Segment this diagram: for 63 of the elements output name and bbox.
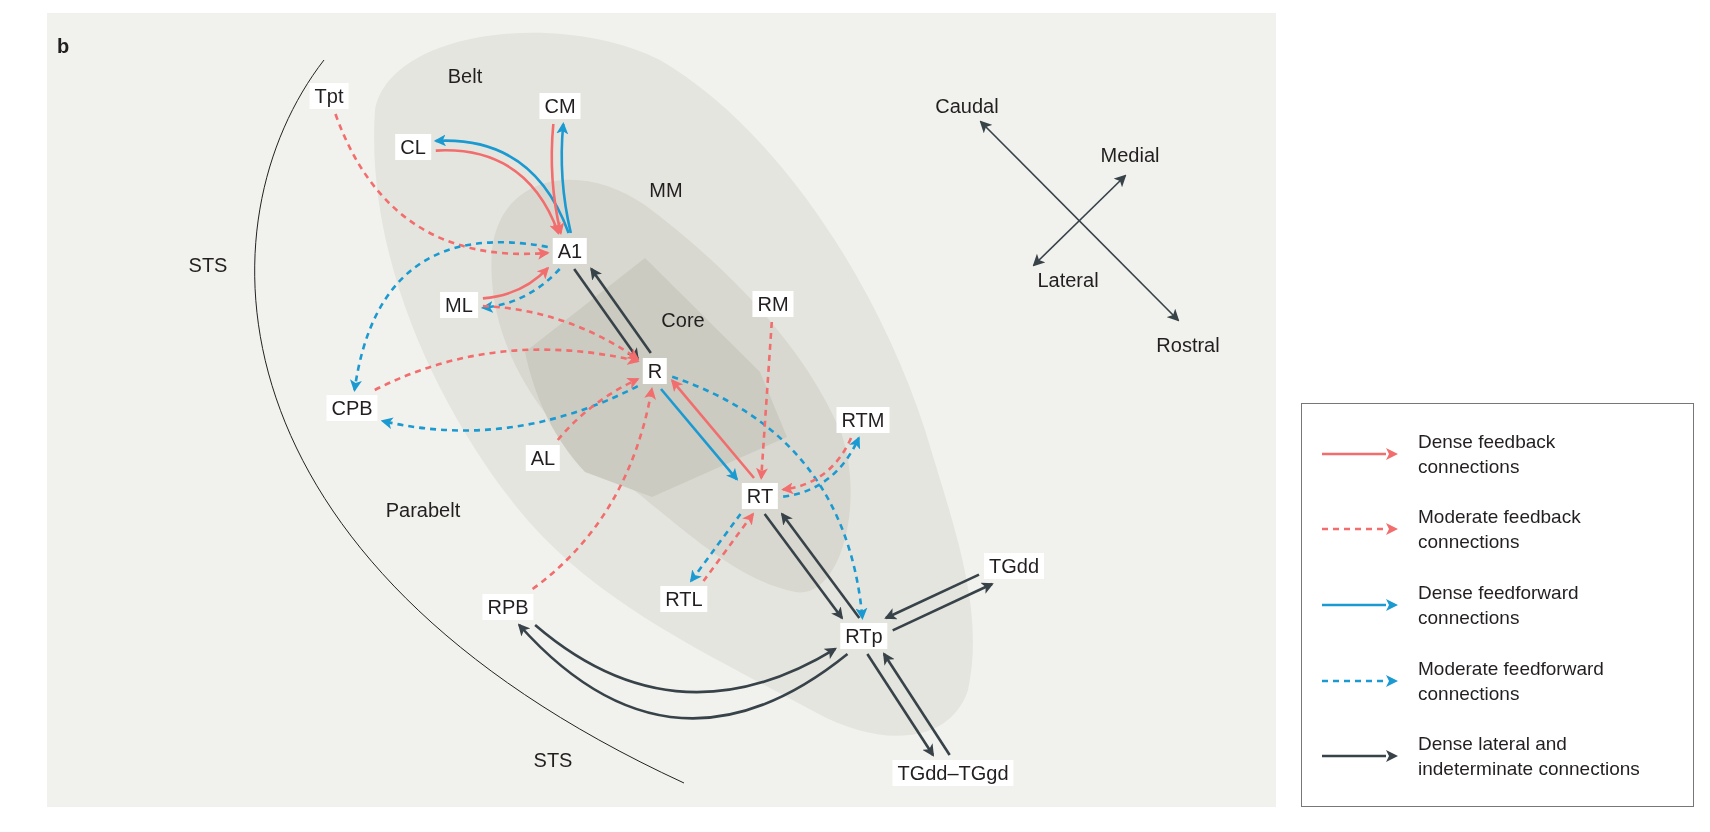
area-label-box: ML	[440, 292, 478, 318]
legend-text: Dense lateral and indeterminate connections	[1418, 732, 1641, 782]
area-label-box: RTp	[840, 623, 888, 649]
connection-arrow	[435, 149, 561, 235]
connection-arrow	[380, 384, 639, 432]
connection-arrow	[689, 513, 742, 583]
connection-arrow	[482, 304, 640, 361]
connection-arrow	[482, 266, 550, 300]
connection-arrow	[556, 377, 640, 441]
area-label-box: A1	[552, 238, 588, 264]
area-label-box: CL	[395, 134, 431, 160]
connection-arrow	[573, 268, 639, 361]
connection-arrow	[892, 582, 994, 632]
region-label: Medial	[1100, 145, 1160, 165]
connection-arrow	[660, 388, 739, 481]
connection-arrow	[374, 348, 640, 392]
connection-arrow	[882, 652, 951, 756]
area-label-box: RTM	[836, 407, 890, 433]
connection-arrow	[534, 624, 838, 694]
connection-arrow	[590, 267, 652, 354]
connection-arrow	[702, 512, 755, 582]
connection-arrow	[671, 375, 868, 620]
legend-text: Dense feedback connections	[1418, 429, 1557, 479]
legend-text: Dense feedforward connections	[1418, 581, 1580, 630]
connection-arrow	[866, 653, 935, 757]
connection-arrow	[884, 573, 980, 620]
region-label: STS	[533, 750, 573, 770]
connection-arrow	[517, 623, 849, 720]
area-label-box: CM	[539, 93, 581, 119]
connection-arrow	[480, 268, 561, 313]
connection-arrow	[550, 123, 565, 235]
region-label: MM	[649, 180, 683, 200]
region-label: Belt	[447, 66, 483, 86]
region-label: Lateral	[1037, 270, 1099, 290]
area-label-box: AL	[525, 445, 561, 471]
area-label-box: RT	[741, 483, 779, 509]
connection-arrow	[755, 321, 774, 480]
area-label-box: R	[642, 358, 668, 384]
area-label-box: TGdd–TGgd	[892, 760, 1014, 786]
connection-arrow	[433, 134, 570, 234]
connection-arrow	[763, 513, 844, 620]
connection-arrow	[781, 437, 853, 494]
legend-text: Moderate feedforward connections	[1418, 656, 1605, 706]
legend-text: Moderate feedback connections	[1418, 505, 1582, 555]
connection-arrow	[556, 122, 573, 234]
connection-arrow	[350, 241, 548, 392]
area-label-box: CPB	[326, 395, 378, 421]
area-label-box: RM	[752, 291, 794, 317]
area-label-box: RPB	[482, 594, 534, 620]
area-label-box: TGdd	[984, 553, 1044, 579]
region-label: Rostral	[1156, 335, 1220, 355]
connection-arrow	[780, 512, 861, 619]
connection-arrow	[782, 436, 860, 498]
region-label: Caudal	[935, 96, 999, 116]
region-label: Parabelt	[385, 500, 461, 520]
region-label: STS	[188, 255, 228, 275]
connection-arrow	[670, 379, 755, 479]
area-label-box: RTL	[660, 586, 708, 612]
area-label-box: Tpt	[309, 83, 349, 109]
connection-arrow	[334, 113, 550, 260]
region-label: Core	[661, 310, 705, 330]
region-label: b	[56, 36, 70, 56]
connection-arrow	[531, 387, 656, 591]
